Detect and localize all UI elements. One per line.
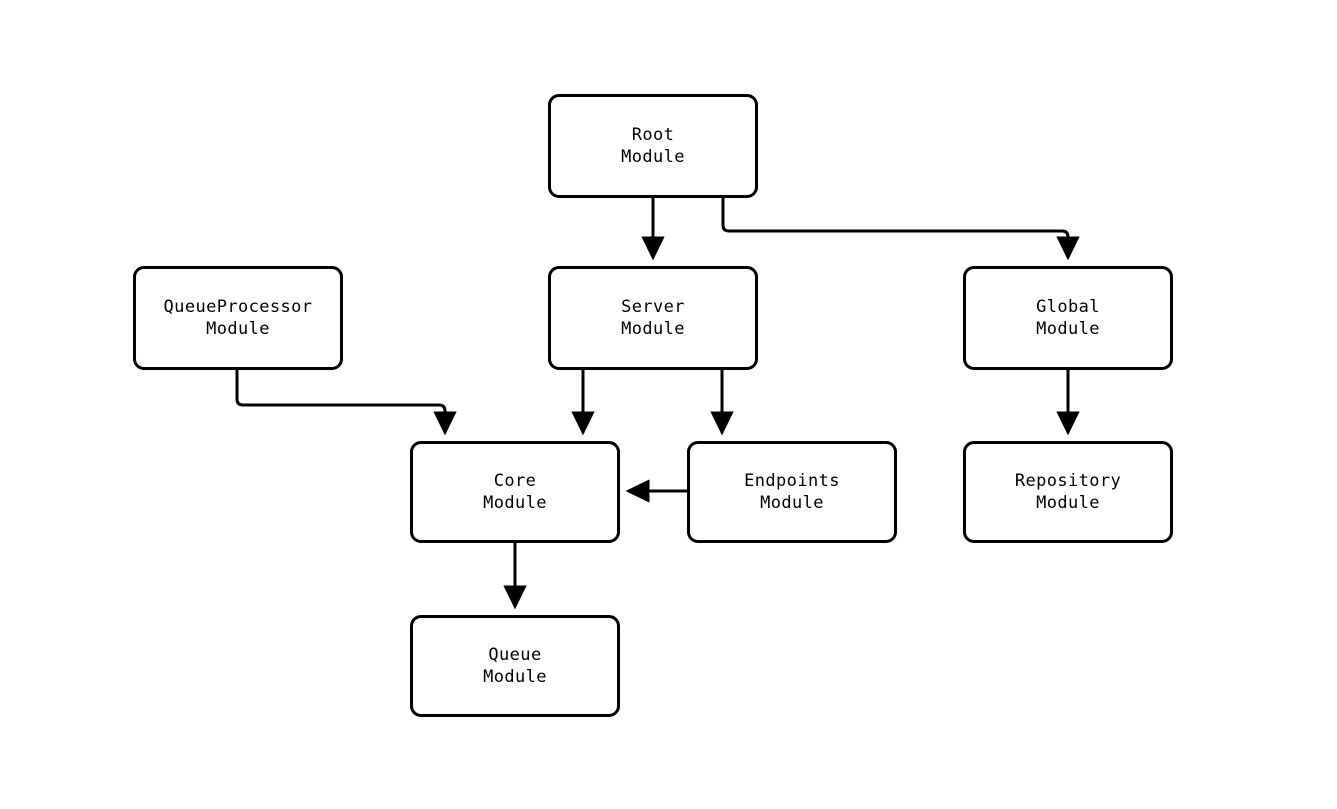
node-endpoints-module-line1: Endpoints [744, 471, 840, 491]
node-global-module-line2: Module [1036, 319, 1100, 339]
node-repository-module[interactable]: Repository Module [963, 441, 1173, 543]
node-global-module[interactable]: Global Module [963, 266, 1173, 370]
node-queue-module[interactable]: Queue Module [410, 615, 620, 717]
node-server-module-line1: Server [621, 297, 685, 317]
node-queueprocessor-module-line2: Module [206, 319, 270, 339]
node-core-module[interactable]: Core Module [410, 441, 620, 543]
node-repository-module-line2: Module [1036, 493, 1100, 513]
node-root-module-line2: Module [621, 147, 685, 167]
edge-queueprocessor-to-core [235, 370, 457, 436]
node-queueprocessor-module-line1: QueueProcessor [163, 297, 313, 317]
node-core-module-line1: Core [493, 471, 537, 491]
node-global-module-line1: Global [1036, 297, 1100, 317]
node-endpoints-module-line2: Module [760, 493, 824, 513]
node-server-module[interactable]: Server Module [548, 266, 758, 370]
node-root-module-line1: Root [631, 125, 675, 145]
node-queue-module-line2: Module [483, 667, 547, 687]
edge-root-to-global [721, 198, 1080, 261]
node-queueprocessor-module[interactable]: QueueProcessor Module [133, 266, 343, 370]
node-root-module[interactable]: Root Module [548, 94, 758, 198]
node-queue-module-line1: Queue [488, 645, 542, 665]
node-endpoints-module[interactable]: Endpoints Module [687, 441, 897, 543]
node-server-module-line2: Module [621, 319, 685, 339]
node-repository-module-line1: Repository [1014, 471, 1122, 491]
node-core-module-line2: Module [483, 493, 547, 513]
